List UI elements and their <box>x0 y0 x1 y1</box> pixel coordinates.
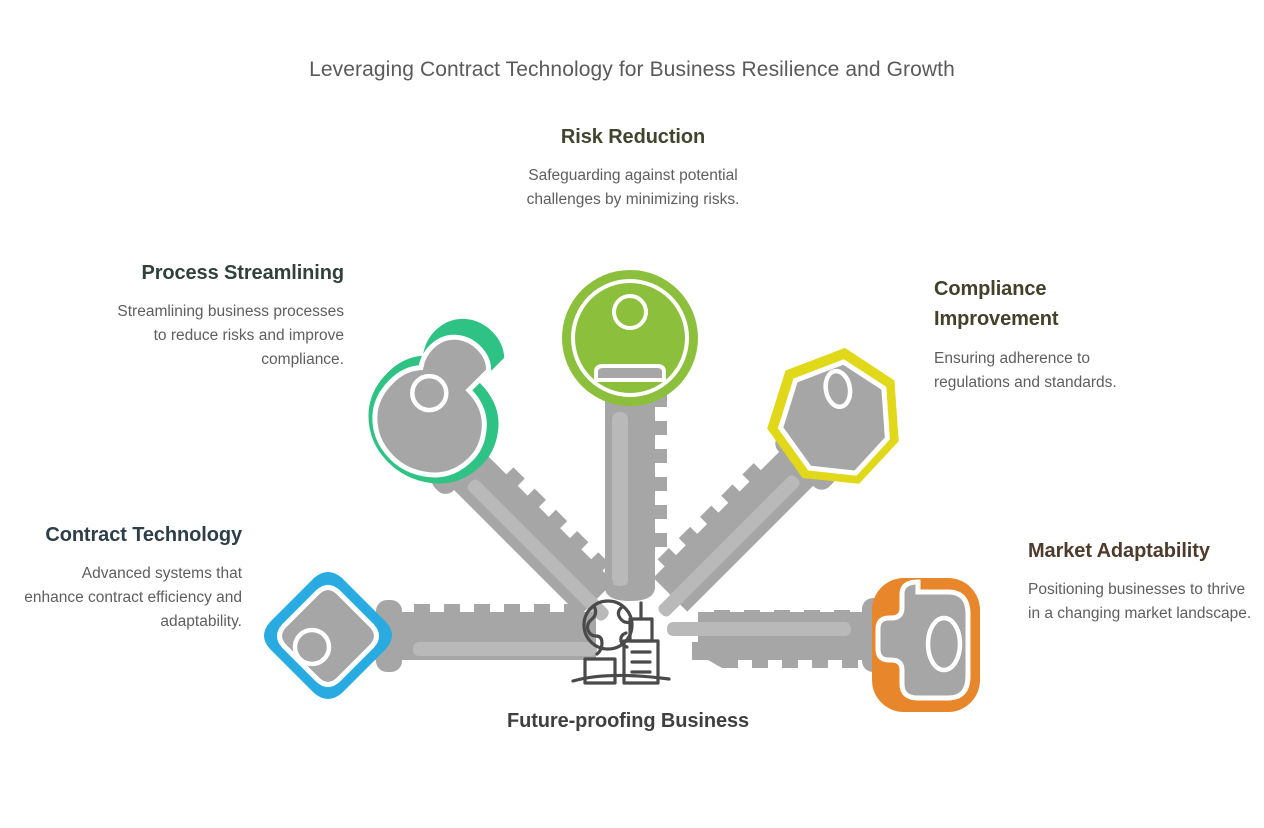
page-title: Leveraging Contract Technology for Busin… <box>309 58 955 81</box>
block-risk-reduction: Risk Reduction Safeguarding against pote… <box>492 122 774 212</box>
compliance-improvement-heading: Compliance Improvement <box>934 278 1059 331</box>
key-icon-clover-head <box>368 318 614 621</box>
block-future-proofing-business: Future-proofing Business <box>492 706 764 736</box>
risk-reduction-description: Safeguarding against potential challenge… <box>526 167 740 209</box>
key-icon-hex-head <box>653 347 899 617</box>
key-icon-round-head <box>562 270 698 601</box>
key-icon-rounded-rect-head <box>667 578 980 712</box>
risk-reduction-heading: Risk Reduction <box>560 126 706 148</box>
contract-technology-heading: Contract Technology <box>45 524 242 546</box>
compliance-improvement-description: Ensuring adherence to regulations and st… <box>934 349 1117 391</box>
globe-city-icon <box>571 599 671 685</box>
block-process-streamlining: Process Streamlining Streamlining busine… <box>112 258 344 372</box>
contract-technology-description: Advanced systems that enhance contract e… <box>24 565 242 631</box>
process-streamlining-description: Streamlining business processes to reduc… <box>117 303 344 369</box>
process-streamlining-heading: Process Streamlining <box>141 262 344 284</box>
market-adaptability-heading: Market Adaptability <box>1028 540 1210 562</box>
block-compliance-improvement: Compliance Improvement Ensuring adherenc… <box>934 274 1166 395</box>
future-proofing-heading: Future-proofing Business <box>506 710 750 732</box>
key-icon-diamond-head <box>264 572 597 699</box>
market-adaptability-description: Positioning businesses to thrive in a ch… <box>1028 581 1252 623</box>
block-contract-technology: Contract Technology Advanced systems tha… <box>18 520 242 634</box>
block-market-adaptability: Market Adaptability Positioning business… <box>1028 536 1258 626</box>
